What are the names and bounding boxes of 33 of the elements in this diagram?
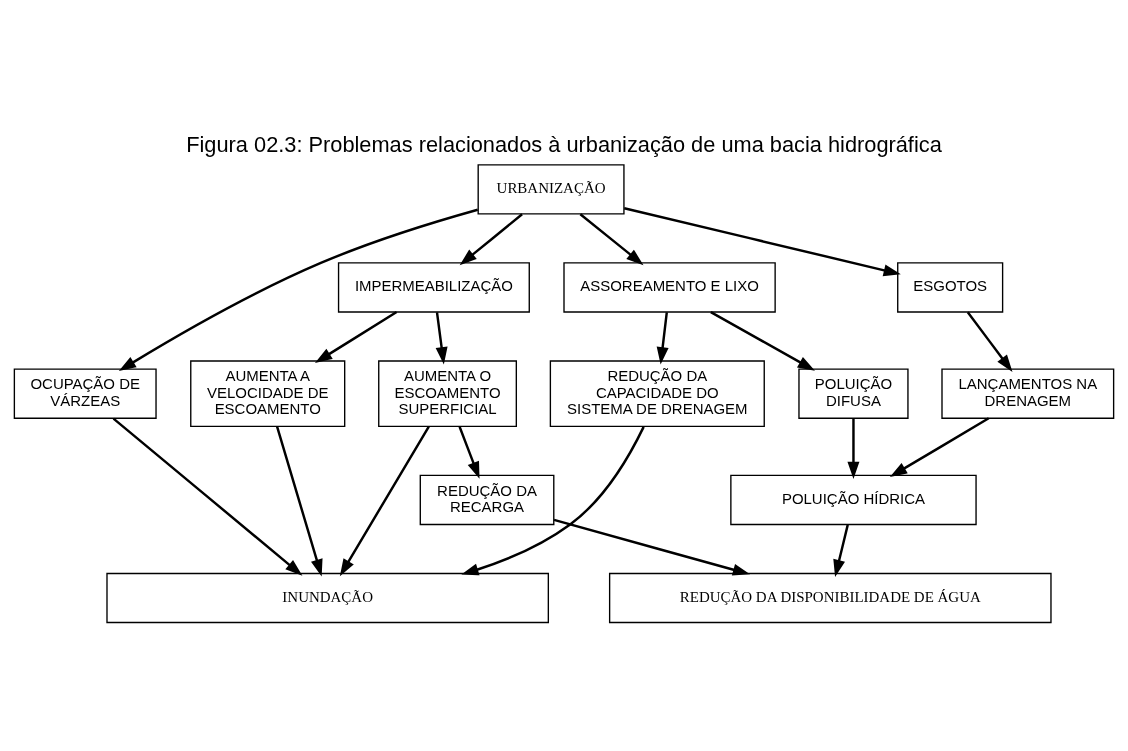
arrow <box>553 518 751 576</box>
node-box: URBANIZAÇÃO <box>477 163 625 215</box>
node-box: POLUIÇÃO HÍDRICA <box>730 474 977 525</box>
node-box: REDUÇÃO DA RECARGA <box>419 474 555 525</box>
arrow <box>966 311 1013 372</box>
arrow <box>889 416 990 477</box>
node-box: AUMENTA A VELOCIDADE DE ESCOAMENTO <box>190 359 346 427</box>
node-box: INUNDAÇÃO <box>106 572 549 623</box>
arrow <box>623 206 901 276</box>
diagram-title: Figura 02.3: Problemas relacionados à urbanização de uma bacia hidrográfica <box>186 131 942 157</box>
node-box: REDUÇÃO DA DISPONIBILIDADE DE ÁGUA <box>608 572 1052 623</box>
arrow <box>847 418 860 479</box>
arrow <box>710 310 815 371</box>
arrow <box>458 425 480 479</box>
arrow <box>314 310 398 363</box>
node-box: OCUPAÇÃO DE VÁRZEAS <box>13 368 157 419</box>
arrow <box>459 212 523 265</box>
arrow <box>461 425 645 575</box>
arrow <box>339 425 430 576</box>
arrow <box>118 208 478 371</box>
node-box: POLUIÇÃO DIFUSA <box>798 368 909 419</box>
arrow <box>275 425 323 576</box>
node-box: IMPERMEABILIZAÇÃO <box>337 261 530 313</box>
arrow <box>656 311 669 364</box>
arrow <box>833 524 849 577</box>
node-box: ASSOREAMENTO E LIXO <box>563 261 776 313</box>
arrow <box>579 212 644 265</box>
arrow <box>112 417 303 576</box>
node-box: LANÇAMENTOS NA DRENAGEM <box>941 368 1115 419</box>
node-box: REDUÇÃO DA CAPACIDADE DO SISTEMA DE DRENAGEM <box>549 359 765 427</box>
arrow <box>435 311 448 364</box>
node-box: AUMENTA O ESCOAMENTO SUPERFICIAL <box>378 359 517 427</box>
node-box: ESGOTOS <box>897 261 1004 313</box>
